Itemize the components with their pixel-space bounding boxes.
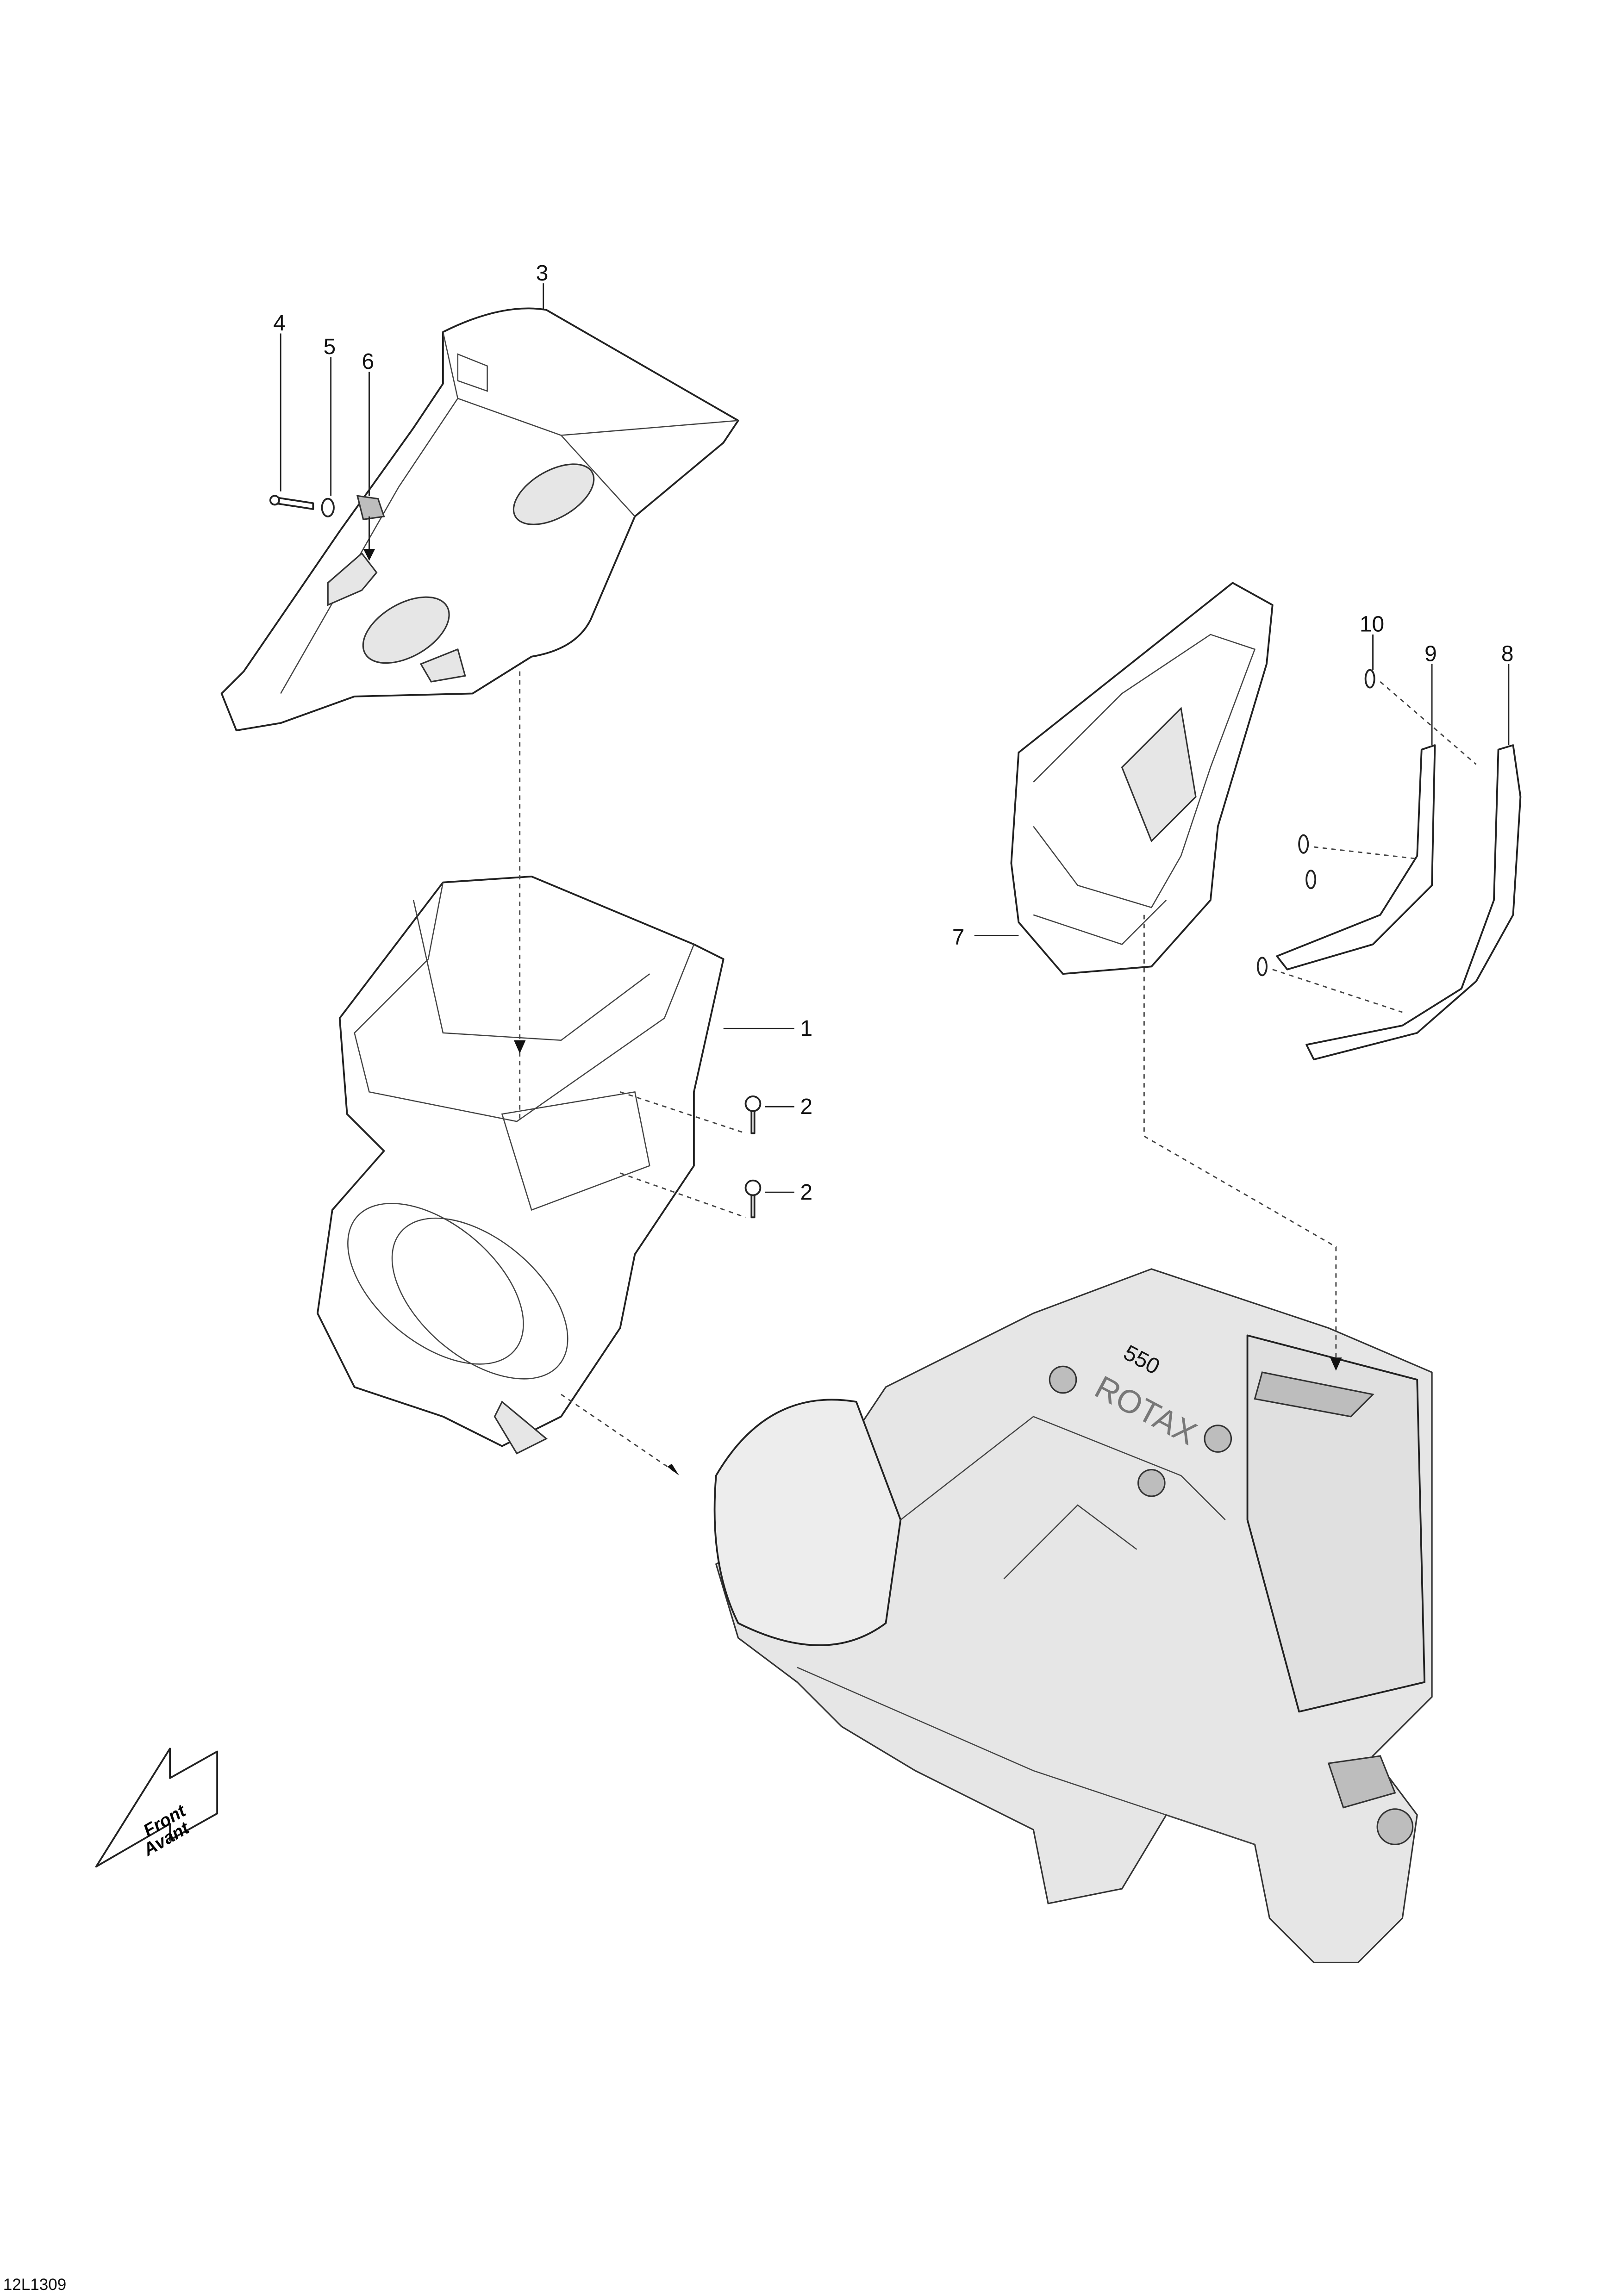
callout-4: 4 [273,311,286,336]
callout-5: 5 [324,335,336,359]
callout-2-lower: 2 [800,1180,812,1205]
figure-code: 12L1309 [3,2276,67,2294]
callout-2-upper: 2 [800,1095,812,1119]
hardware-4-5-6 [269,495,385,561]
part-2-screws [744,1095,762,1219]
callout-9: 9 [1424,641,1437,666]
callout-leaders [280,283,1510,1193]
part-7-air-duct [1010,582,1274,975]
callout-6: 6 [362,349,375,374]
callouts: 3 4 5 6 10 9 8 7 1 2 2 [273,261,1513,1205]
part-8-9-10-deflector [1256,669,1522,1061]
callout-10: 10 [1360,612,1384,637]
callout-8: 8 [1501,641,1514,666]
part-3-fan-cover [220,307,739,732]
callout-1: 1 [800,1016,812,1041]
assembly-lines [513,671,1342,1476]
callout-7: 7 [952,925,965,950]
callout-3: 3 [536,261,549,286]
front-direction-arrow: Front Avant [95,1748,219,1868]
part-1-fan-housing [317,875,725,1455]
engine-assembly: 550 ROTAX [713,1268,1433,1964]
